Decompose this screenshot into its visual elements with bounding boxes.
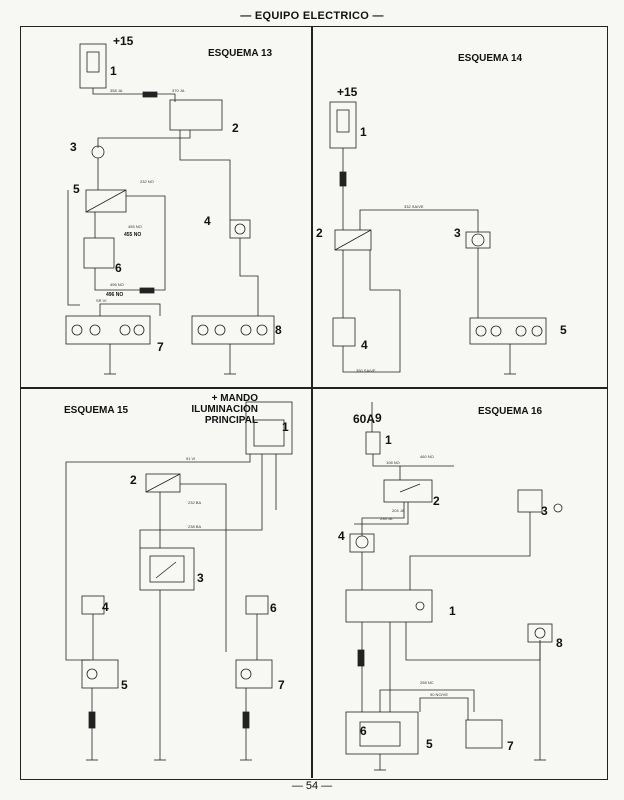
- e14-connector: [339, 171, 347, 187]
- page-number: — 54 —: [291, 780, 333, 792]
- e14-switch-2: [334, 229, 372, 251]
- esquema13-title: ESQUEMA 13: [208, 48, 273, 59]
- svg-text:108 NO: 108 NO: [386, 460, 400, 465]
- svg-text:204 JA: 204 JA: [392, 508, 405, 513]
- e14-num-5: 5: [560, 323, 567, 337]
- e15-num-7: 7: [278, 678, 285, 692]
- horizontal-divider: [20, 387, 608, 389]
- svg-text:258 NC: 258 NC: [420, 680, 434, 685]
- e13-num-6: 6: [115, 261, 122, 275]
- e16-num-3: 3: [541, 504, 548, 518]
- e16-num-6: 6: [360, 724, 367, 738]
- outer-frame: [20, 26, 608, 780]
- e13-relay-5: [85, 189, 127, 213]
- svg-text:370 JA: 370 JA: [172, 88, 185, 93]
- e16-num-7: 7: [507, 739, 514, 753]
- e13-fuse-box-1: [79, 43, 107, 89]
- e16-num-2: 2: [433, 494, 440, 508]
- esquema14-title: ESQUEMA 14: [458, 53, 523, 64]
- svg-text:496 NO: 496 NO: [110, 282, 124, 287]
- e13-lamp-6: [83, 237, 115, 269]
- e13-num-3: 3: [70, 140, 77, 154]
- e16-lamp-4: [355, 535, 369, 549]
- svg-text:232 NO: 232 NO: [140, 179, 154, 184]
- e14-lamp-3: [471, 233, 485, 247]
- e16-circle-3: [553, 503, 563, 513]
- e15-num-2: 2: [130, 473, 137, 487]
- e16-fuse-rating: 60A: [353, 412, 376, 426]
- mando-line3: PRINCIPAL: [204, 415, 258, 426]
- e15-num-5: 5: [121, 678, 128, 692]
- e14-num-3: 3: [454, 226, 461, 240]
- e15-num-1: 1: [282, 420, 289, 434]
- svg-text:238 BA: 238 BA: [188, 524, 201, 529]
- e13-lamp-cluster-8: [191, 315, 275, 345]
- e13-num-4: 4: [204, 214, 211, 228]
- e15-rheostat-3: [139, 547, 195, 591]
- e16-lamp-8: [527, 623, 553, 643]
- mando-label: + MANDO ILUMINACION PRINCIPAL: [183, 393, 258, 426]
- e15-main-switch-1: [245, 401, 293, 455]
- e16-num-1: 1: [385, 433, 392, 447]
- svg-text:455 NO: 455 NO: [124, 232, 141, 238]
- svg-text:236 JA: 236 JA: [380, 516, 393, 521]
- e14-num-2: 2: [316, 226, 323, 240]
- e13-switch-2: [169, 99, 223, 131]
- e15-switch-6: [245, 595, 269, 615]
- esquema16-title: ESQUEMA 16: [478, 406, 543, 417]
- e15-switch-4: [81, 595, 105, 615]
- e15-num-6: 6: [270, 601, 277, 615]
- esquema15-title: ESQUEMA 15: [64, 405, 129, 416]
- e16-fuse-1: [365, 431, 381, 455]
- svg-text:460 NO: 460 NO: [420, 454, 434, 459]
- e13-num-2: 2: [232, 121, 239, 135]
- page-header: — EQUIPO ELECTRICO —: [240, 10, 384, 22]
- mando-line1: + MANDO: [211, 393, 258, 404]
- e16-num-8: 8: [556, 636, 563, 650]
- svg-text:350 SA/VE: 350 SA/VE: [356, 368, 376, 373]
- e16-num-5: 5: [426, 737, 433, 751]
- svg-text:455 NO: 455 NO: [128, 224, 142, 229]
- e16-module-1: [345, 589, 433, 623]
- e13-num-7: 7: [157, 340, 164, 354]
- e16-relay-2: [383, 479, 433, 503]
- e16-sensor-3: [517, 489, 543, 513]
- e14-num-1: 1: [360, 125, 367, 139]
- e13-switch-4: [229, 219, 251, 239]
- e16-component-7: [465, 719, 503, 749]
- e14-switch-4: [332, 317, 356, 347]
- svg-text:91 VI: 91 VI: [186, 456, 195, 461]
- e15-num-4: 4: [102, 600, 109, 614]
- svg-text:SR VI: SR VI: [96, 298, 106, 303]
- e13-lamp-cluster-7: [65, 315, 151, 345]
- vertical-divider: [311, 26, 313, 778]
- svg-text:358 JA: 358 JA: [110, 88, 123, 93]
- e13-num-8: 8: [275, 323, 282, 337]
- e13-num-1: 1: [110, 64, 117, 78]
- e14-num-4: 4: [361, 338, 368, 352]
- e15-lamp-5: [81, 659, 119, 689]
- e14-fuse-box-1: [329, 101, 357, 149]
- e16-num-4: 4: [338, 529, 345, 543]
- e14-lamp-cluster-5: [469, 317, 547, 345]
- e16-relay-6: [345, 711, 419, 755]
- svg-text:496 NO: 496 NO: [106, 292, 123, 298]
- e13-connector: [142, 91, 158, 98]
- mando-line2: ILUMINACION: [191, 404, 258, 415]
- e15-switch-2: [145, 473, 181, 493]
- e16-fuse-num: 9: [375, 411, 382, 425]
- e13-num-5: 5: [73, 182, 80, 196]
- svg-text:332 SA/VE: 332 SA/VE: [404, 204, 424, 209]
- e15-num-3: 3: [197, 571, 204, 585]
- e13-supply: +15: [113, 34, 134, 48]
- e16-num-1b: 1: [449, 604, 456, 618]
- svg-text:90 NO/VE: 90 NO/VE: [430, 692, 448, 697]
- e14-supply: +15: [337, 85, 358, 99]
- e15-lamp-7: [235, 659, 273, 689]
- svg-text:232 BA: 232 BA: [188, 500, 201, 505]
